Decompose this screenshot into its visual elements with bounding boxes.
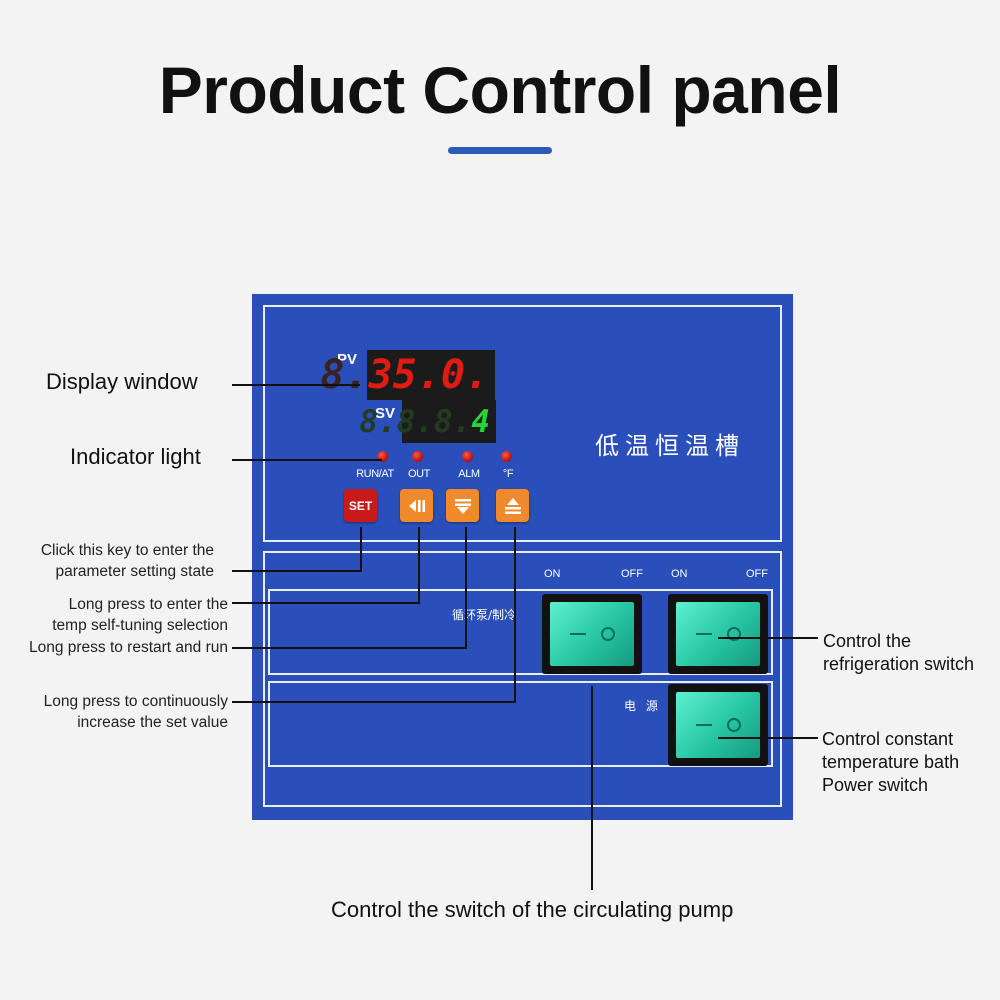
annotation-line: Power switch [822, 775, 929, 795]
power-switch-row [268, 681, 773, 767]
refrig-on-label: ON [671, 568, 688, 580]
sv-dim-digits: 8.8.8. [359, 403, 472, 440]
power-label: 电 源 [624, 699, 661, 713]
annotation-line: increase the set value [77, 714, 228, 731]
annotation-line: refrigeration switch [823, 654, 975, 674]
refrigeration-rocker-switch[interactable] [668, 594, 768, 674]
shift-leader-line [418, 527, 420, 603]
refrig-leader-line [718, 637, 818, 639]
rocker-face [676, 692, 760, 758]
indicator-label: ALM [458, 468, 480, 480]
restart-annotation: Long press to restart and run [28, 639, 228, 656]
set-leader-line [360, 527, 362, 571]
pump-annotation: Control the switch of the circulating pu… [331, 897, 734, 922]
annotation-line: parameter setting state [55, 563, 214, 580]
pump-rocker-switch[interactable] [542, 594, 642, 674]
pv-label: PV [337, 351, 358, 368]
annotation-line: temp self-tuning selection [52, 617, 228, 634]
annotation-line: Long press to continuously [43, 693, 228, 710]
shift-leader-line [232, 602, 420, 604]
power-rocker-switch[interactable] [668, 684, 768, 766]
upper-frame [263, 305, 782, 542]
pv-dim-digits: 8. [320, 352, 369, 398]
up-arrow-icon [504, 497, 521, 514]
annotation-line: Control constant [822, 729, 954, 749]
out-indicator-light [412, 451, 423, 462]
run-at-indicator-light [377, 451, 388, 462]
shift-key[interactable] [400, 489, 433, 522]
refrig-off-label: OFF [746, 568, 768, 580]
indicator-label: °F [502, 468, 514, 480]
annotation-line: Click this key to enter the [40, 542, 214, 559]
title-underline [448, 147, 552, 154]
sv-label: SV [375, 405, 396, 422]
up-leader-line [232, 701, 516, 703]
tuning-annotation: Long press to enter the temp self-tuning… [0, 594, 228, 636]
down-leader-line [465, 527, 467, 648]
indicator-label: RUN/AT [356, 468, 394, 480]
pump-label: 循环泵/制冷 [452, 608, 517, 622]
power-leader-line [718, 737, 818, 739]
pump-switch-row [268, 589, 773, 675]
on-off-symbol [570, 627, 615, 641]
power-annotation: Control constant temperature bath Power … [822, 728, 959, 797]
control-panel: PV 8.35.0. SV 8.8.8.4 低温恒温槽 RUN/AT OUT A… [252, 294, 793, 820]
fahrenheit-indicator-light [501, 451, 512, 462]
down-arrow-icon [454, 498, 471, 514]
up-key[interactable] [496, 489, 529, 522]
rocker-face [550, 602, 634, 666]
annotation-line: temperature bath [822, 752, 960, 772]
indicator-label: OUT [407, 468, 431, 480]
pv-display: 8.35.0. [320, 350, 495, 400]
indicator-light-label: Indicator light [70, 444, 201, 469]
indicator-leader-line [232, 459, 382, 461]
display-leader-line [232, 384, 360, 386]
on-off-symbol [696, 627, 741, 641]
pv-value: 35.0. [368, 352, 489, 398]
sv-value: 4 [471, 403, 490, 440]
increase-annotation: Long press to continuously increase the … [0, 691, 228, 733]
rocker-face [676, 602, 760, 666]
down-key[interactable] [446, 489, 479, 522]
pump-off-label: OFF [621, 568, 643, 580]
pump-leader-line [591, 686, 593, 890]
up-leader-line [514, 527, 516, 702]
set-leader-line [232, 570, 362, 572]
alm-indicator-light [462, 451, 473, 462]
set-key[interactable]: SET [344, 489, 377, 522]
annotation-line: Long press to enter the [68, 596, 228, 613]
lower-frame [263, 551, 782, 807]
sv-display: 8.8.8.4 [359, 400, 496, 443]
set-key-annotation: Click this key to enter the parameter se… [0, 540, 214, 582]
down-leader-line [232, 647, 467, 649]
model-text: 低温恒温槽 [595, 432, 745, 460]
pump-on-label: ON [544, 568, 561, 580]
page-title: Product Control panel [158, 53, 842, 127]
display-window-label: Display window [46, 369, 198, 394]
shift-icon [408, 499, 425, 512]
on-off-symbol [696, 718, 741, 732]
annotation-line: Control the [823, 631, 912, 651]
refrigeration-annotation: Control the refrigeration switch [823, 630, 974, 676]
